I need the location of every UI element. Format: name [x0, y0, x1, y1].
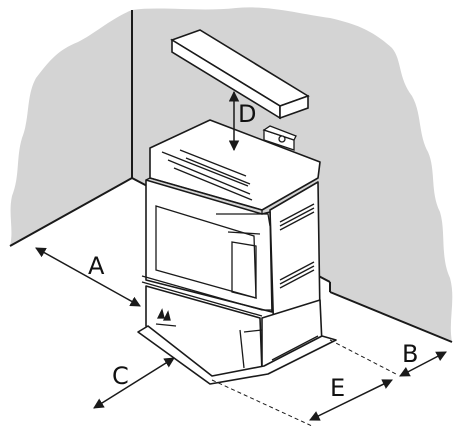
stove-base-plate: [137, 325, 337, 385]
pellet-stove: [137, 119, 337, 385]
label-e: E: [330, 374, 345, 402]
dimension-a-arrow: [35, 247, 141, 307]
label-a: A: [88, 252, 105, 280]
label-c: C: [112, 362, 129, 390]
top-vent-grille: [161, 149, 253, 201]
side-vents: [279, 203, 315, 289]
label-d: D: [238, 100, 256, 128]
label-b: B: [402, 340, 418, 368]
stove-glass: [231, 241, 257, 299]
dimension-c-arrow: [93, 357, 175, 409]
dimension-e-arrow: [309, 379, 393, 421]
clearance-dashed-lines: [211, 339, 397, 427]
shelf-block: [170, 29, 310, 120]
control-panel: [262, 125, 297, 151]
flame-logo-icon: [155, 308, 177, 327]
dimension-b-arrow: [399, 351, 447, 377]
left-wall: [10, 10, 132, 246]
